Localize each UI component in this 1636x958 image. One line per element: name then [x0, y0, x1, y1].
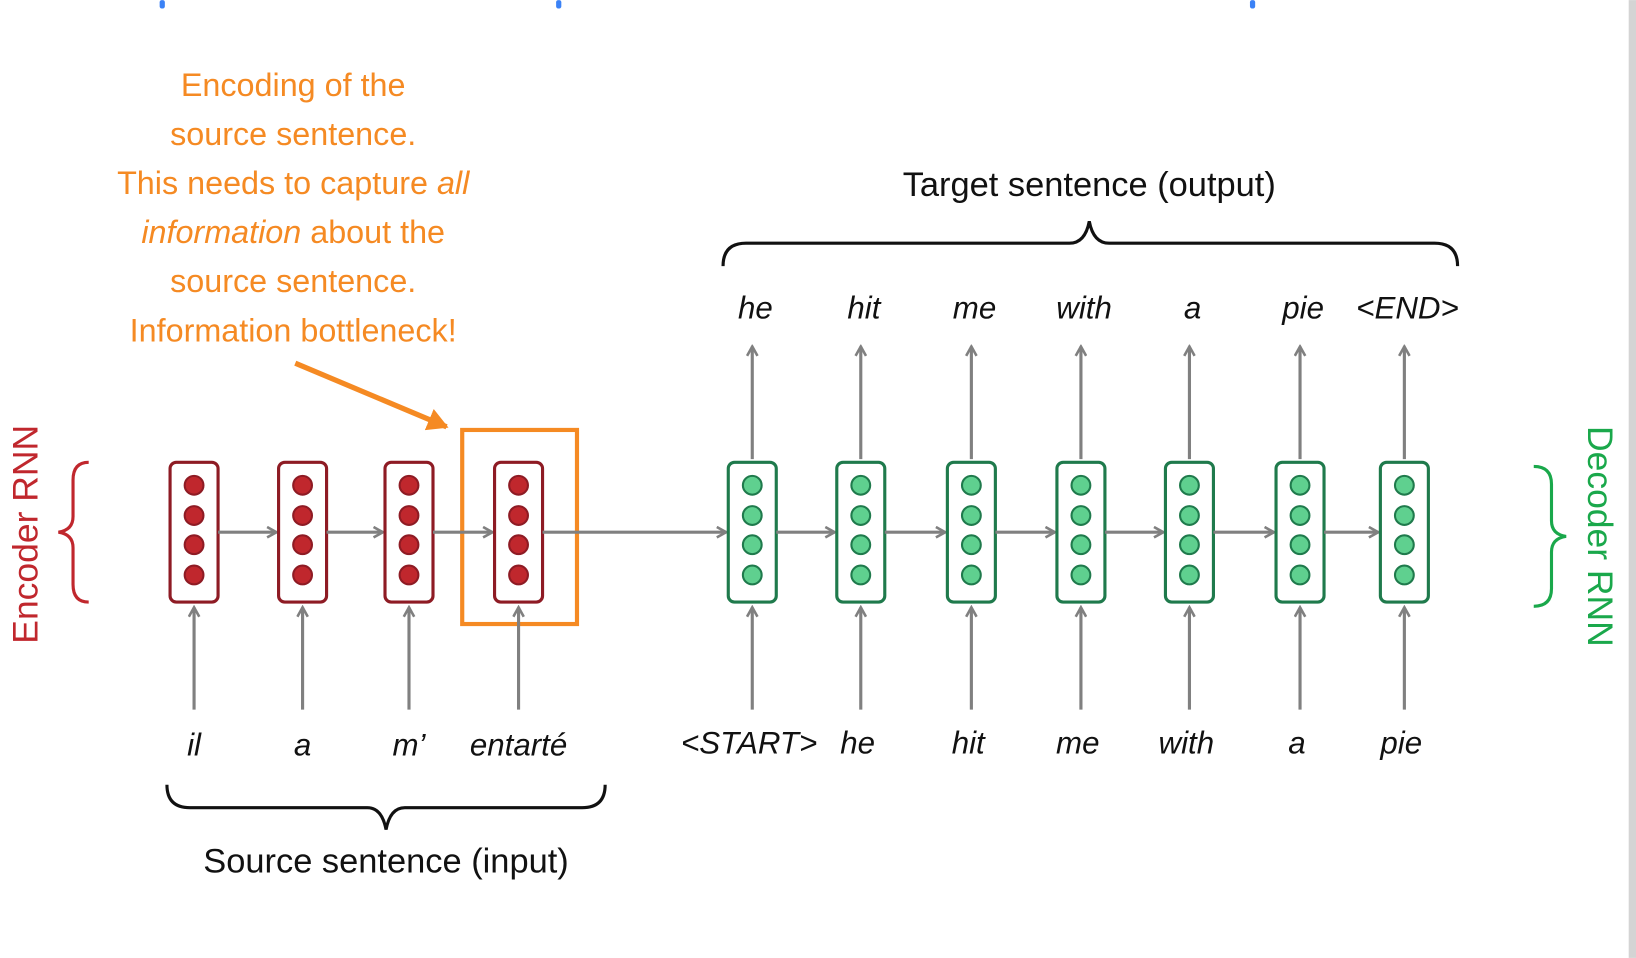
hidden-unit-dot: [1179, 474, 1200, 496]
source-sentence-label: Source sentence (input): [203, 842, 568, 880]
tick-mark: [159, 0, 165, 9]
decoder-input-word: me: [1056, 725, 1099, 760]
output-word: me: [953, 290, 996, 325]
hidden-unit-dot: [1393, 505, 1415, 526]
annotation-line: This needs to capture all: [117, 165, 470, 201]
output-word: <END>: [1356, 290, 1459, 325]
hidden-unit-dot: [1393, 564, 1415, 586]
source-word: a: [294, 727, 311, 762]
decoder-input-word: he: [840, 725, 875, 760]
source-brace: [165, 784, 607, 830]
hidden-unit-dot: [508, 534, 529, 556]
hidden-unit-dot: [1179, 505, 1200, 526]
hidden-unit-dot: [292, 534, 314, 556]
hidden-unit-dot: [1289, 474, 1311, 496]
hidden-unit-dot: [850, 534, 872, 556]
output-word: a: [1184, 290, 1201, 325]
hidden-unit-dot: [398, 564, 420, 586]
decoder-input-word: <START>: [681, 725, 817, 760]
annotation-text-part: about the: [301, 214, 445, 250]
hidden-unit-dot: [1393, 534, 1415, 556]
decoder-input-word: pie: [1379, 725, 1422, 760]
target-brace: [721, 220, 1460, 267]
hidden-unit-dot: [741, 505, 763, 526]
hidden-unit-dot: [183, 564, 205, 586]
hidden-unit-dot: [1070, 564, 1092, 586]
hidden-unit-dot: [183, 505, 205, 526]
annotation-emphasis: all: [437, 165, 470, 201]
encoder-rnn-label: Encoder RNN: [6, 425, 46, 644]
hidden-unit-dot: [850, 474, 872, 496]
hidden-unit-dot: [1179, 534, 1200, 556]
hidden-unit-dot: [1070, 534, 1092, 556]
tick-mark: [1249, 0, 1256, 9]
hidden-unit-dot: [292, 505, 314, 526]
output-word: with: [1056, 290, 1112, 325]
hidden-unit-dot: [1289, 534, 1311, 556]
annotation-text-part: This needs to capture: [117, 165, 437, 201]
hidden-unit-dot: [292, 564, 314, 586]
hidden-unit-dot: [398, 505, 420, 526]
hidden-unit-dot: [1289, 505, 1311, 526]
source-word: entarté: [470, 727, 567, 762]
hidden-unit-dot: [741, 564, 763, 586]
hidden-unit-dot: [960, 564, 982, 586]
hidden-unit-dot: [1393, 474, 1415, 496]
annotation-line: source sentence.: [170, 263, 416, 299]
decoder-brace: [1533, 464, 1567, 608]
hidden-unit-dot: [741, 474, 763, 496]
right-edge: [1628, 0, 1636, 958]
rnn-cells: il a m’ entarté <START> he he hit hit me me with wit…: [168, 290, 1459, 762]
hidden-unit-dot: [508, 564, 529, 586]
annotation-emphasis: information: [141, 214, 301, 250]
hidden-unit-dot: [508, 474, 529, 496]
source-word: il: [187, 727, 202, 762]
annotation-line: Encoding of the: [181, 67, 406, 103]
output-word: hit: [847, 290, 881, 325]
hidden-unit-dot: [741, 534, 763, 556]
decoder-input-word: hit: [952, 725, 986, 760]
annotation-line: information about the: [141, 214, 445, 250]
annotation-arrow: [294, 360, 449, 431]
hidden-unit-dot: [1070, 505, 1092, 526]
decoder-input-word: with: [1158, 725, 1214, 760]
hidden-unit-dot: [292, 474, 314, 496]
annotation-text: Encoding of the source sentence. This ne…: [117, 67, 470, 348]
target-sentence-label: Target sentence (output): [903, 166, 1276, 204]
hidden-unit-dot: [398, 474, 420, 496]
annotation-line: source sentence.: [170, 116, 416, 152]
hidden-unit-dot: [1179, 564, 1200, 586]
tick-mark: [556, 0, 562, 9]
hidden-unit-dot: [1289, 564, 1311, 586]
source-word: m’: [392, 727, 426, 762]
hidden-unit-dot: [850, 564, 872, 586]
hidden-unit-dot: [508, 505, 529, 526]
output-word: he: [738, 290, 773, 325]
decoder-cell: [1378, 460, 1430, 604]
hidden-unit-dot: [183, 474, 205, 496]
hidden-unit-dot: [960, 474, 982, 496]
top-ticks: [159, 0, 1256, 9]
hidden-unit-dot: [960, 534, 982, 556]
hidden-unit-dot: [960, 505, 982, 526]
annotation-line: Information bottleneck!: [130, 312, 457, 348]
decoder-input-word: a: [1288, 725, 1305, 760]
output-word: pie: [1281, 290, 1324, 325]
hidden-unit-dot: [850, 505, 872, 526]
hidden-unit-dot: [1070, 474, 1092, 496]
encoder-brace: [58, 460, 89, 604]
decoder-rnn-label: Decoder RNN: [1580, 426, 1620, 647]
hidden-unit-dot: [398, 534, 420, 556]
hidden-unit-dot: [183, 534, 205, 556]
